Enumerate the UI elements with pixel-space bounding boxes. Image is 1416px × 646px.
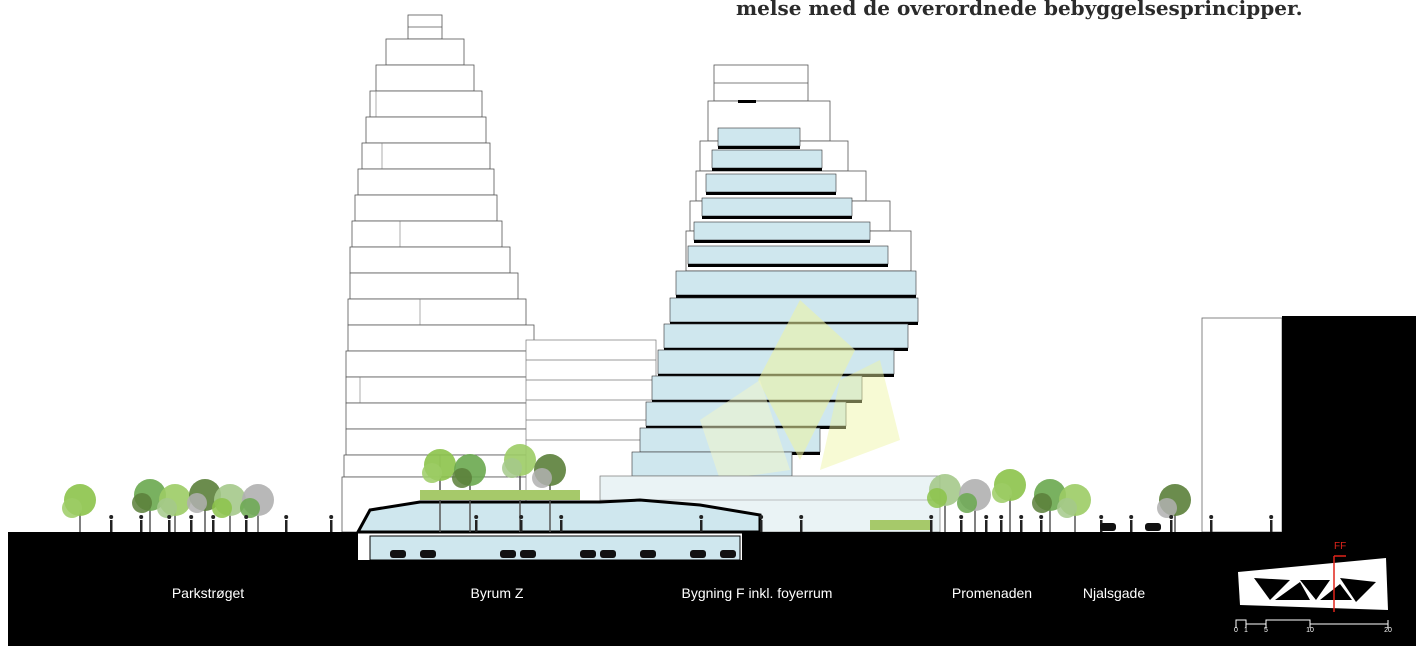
scale-tick-20: 20 [1384,627,1392,634]
light-cone [700,380,790,480]
zone-label-byrum-z: Byrum Z [470,585,524,601]
scale-tick-10: 10 [1306,627,1314,634]
zone-label-njalsgade: Njalsgade [1082,585,1146,601]
building-f [599,64,941,533]
scale-bar [1235,619,1389,628]
zone-label-bygning-f: Bygning F inkl. foyerrum [681,585,833,601]
zone-label-promenaden: Promenaden [951,585,1033,601]
scale-tick-1: 1 [1244,627,1248,634]
trees [62,444,1191,532]
ground [8,532,1416,646]
caption-text: melse med de overordnede bebyggelsesprin… [736,0,1303,20]
zone-label-parkstroget: Parkstrøget [171,585,245,601]
left-tower [341,14,601,533]
right-building-outline [1201,317,1283,533]
scale-tick-5: 5 [1264,627,1268,634]
people [109,515,1274,532]
scale-tick-0: 0 [1234,627,1238,634]
light-cone [820,360,900,470]
key-plan [1238,555,1388,612]
light-cone [758,300,855,460]
right-building [1282,316,1416,532]
section-marker-label: FF [1334,541,1347,552]
cars [390,523,1161,558]
